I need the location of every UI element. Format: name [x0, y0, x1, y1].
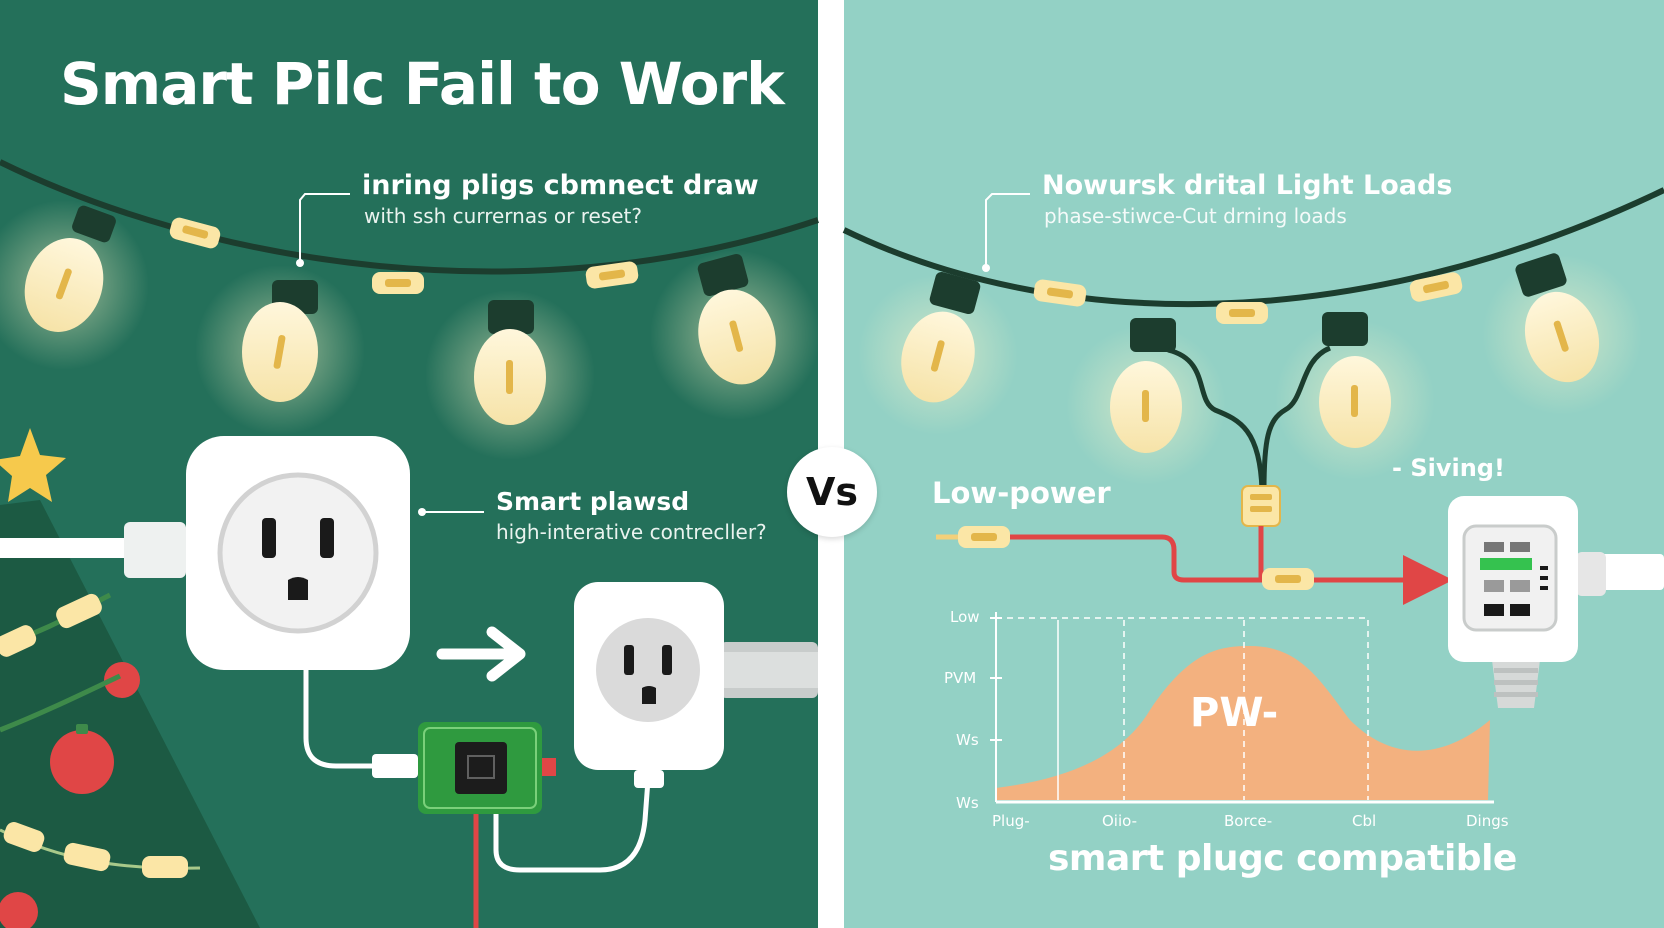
- page-title: Smart Pilc Fail to Work: [60, 50, 785, 118]
- callout-top-left-heading: inring pligs cbmnect draw: [362, 170, 759, 201]
- signal-line: [1010, 534, 1453, 605]
- y-tick-label: Ws: [956, 731, 979, 749]
- mini-light-icon: [63, 842, 111, 872]
- callout-leader-top-left: [299, 193, 350, 262]
- ornament-icon: [50, 730, 114, 794]
- wire: [493, 779, 651, 873]
- callout-top-right-heading: Nowursk drital Light Loads: [1042, 170, 1453, 201]
- circuit-board-icon: [418, 722, 556, 814]
- bulb-icon: [1066, 318, 1226, 485]
- star-icon: [0, 428, 66, 502]
- ornament-icon: [0, 892, 38, 928]
- x-tick-label: Dings: [1466, 812, 1509, 830]
- tree-garland: [0, 673, 122, 733]
- wire: [303, 670, 378, 769]
- mini-light-icon: [372, 272, 424, 294]
- mini-light-icon: [3, 822, 45, 852]
- vs-badge: Vs: [787, 447, 877, 537]
- x-tick-label: Cbl: [1352, 812, 1377, 830]
- label-siving: - Siving!: [1392, 454, 1505, 482]
- light-string-cord-right: [842, 187, 1664, 308]
- callout-mid-left-sub: high-interative contrecller?: [496, 520, 767, 544]
- y-tick-label: Ws: [956, 794, 979, 812]
- callout-leader-top-right: [985, 193, 1030, 268]
- ornament-icon: [104, 662, 140, 698]
- x-tick-label: Borce-: [1224, 812, 1273, 830]
- connector-icon: [1241, 485, 1281, 527]
- plug-cable: [0, 538, 150, 558]
- x-tick-label: Plug-: [992, 812, 1030, 830]
- drop-wire: [1261, 345, 1332, 491]
- bulb-icon: [858, 271, 1018, 435]
- bulb-icon: [0, 200, 149, 370]
- label-low-power: Low-power: [932, 476, 1111, 510]
- y-tick-label: PVM: [944, 669, 977, 687]
- x-tick-label: Oiio-: [1102, 812, 1138, 830]
- light-string-cord-left: [0, 159, 819, 275]
- mini-light-icon: [56, 593, 102, 629]
- mini-light-icon: [169, 217, 221, 249]
- callout-mid-left-heading: Smart plawsd: [496, 487, 690, 516]
- callout-top-left-sub: with ssh currernas or reset?: [364, 204, 642, 228]
- bulb-icon: [195, 265, 365, 435]
- y-tick-label: Low: [950, 608, 980, 626]
- arrow-right-icon: [436, 626, 526, 682]
- mini-light-icon: [142, 856, 188, 878]
- mini-light-icon: [585, 261, 639, 289]
- drop-wire: [1167, 347, 1265, 491]
- footer-caption: smart plugc compatible: [1048, 838, 1517, 879]
- chart-fill: [996, 646, 1490, 800]
- bulb-icon: [425, 290, 595, 460]
- bulb-icon: [1482, 253, 1642, 415]
- mini-light-icon: [0, 625, 37, 657]
- outlet-icon: [574, 582, 818, 788]
- connector-icon: [958, 526, 1010, 548]
- dimmer-controller-icon: [1448, 496, 1664, 708]
- chart-area: [990, 612, 1494, 804]
- connector-icon: [1262, 568, 1314, 590]
- callout-top-right-sub: phase-stiwce-Cut drning loads: [1044, 204, 1347, 228]
- mini-light-icon: [1216, 302, 1268, 324]
- chart-curve-label: PW-: [1190, 690, 1279, 736]
- mini-light-icon: [1409, 272, 1463, 302]
- bulb-icon: [650, 250, 820, 420]
- mini-light-icon: [1033, 279, 1087, 307]
- smart-plug-icon: [186, 436, 410, 670]
